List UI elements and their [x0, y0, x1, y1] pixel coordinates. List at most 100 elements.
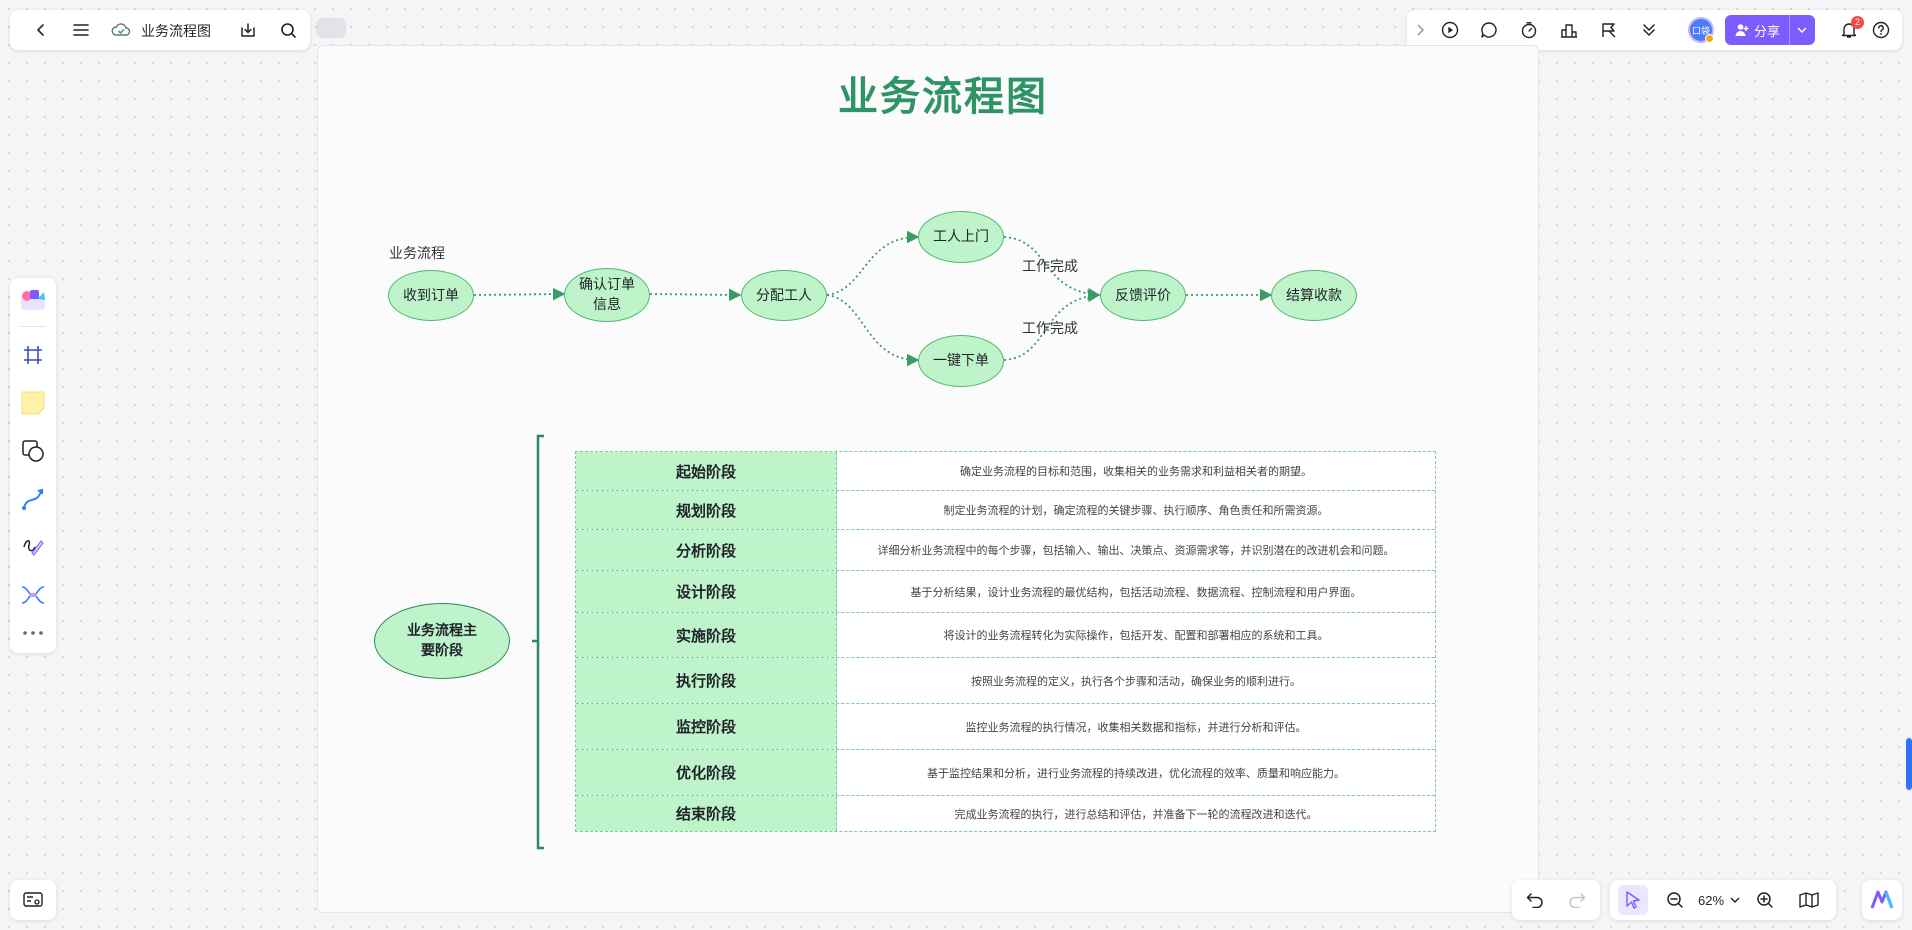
- stage-description: 监控业务流程的执行情况，收集相关数据和指标，并进行分析和评估。: [837, 704, 1435, 749]
- laser-pointer-button[interactable]: [1594, 15, 1624, 45]
- node-one-click-order[interactable]: 一键下单: [918, 335, 1004, 387]
- stage-row[interactable]: 分析阶段 详细分析业务流程中的每个步骤，包括输入、输出、决策点、资源需求等，并识…: [576, 529, 1435, 570]
- share-label: 分享: [1754, 24, 1781, 40]
- node-label: 一键下单: [933, 353, 989, 369]
- flow-caption: 业务流程: [389, 246, 445, 262]
- connector-tool[interactable]: [18, 484, 48, 514]
- mindmap-icon: [21, 586, 45, 604]
- node-label: 收到订单: [403, 287, 459, 304]
- stage-name: 分析阶段: [576, 530, 837, 570]
- vote-button[interactable]: [1554, 15, 1584, 45]
- ai-assistant-panel: [1862, 880, 1902, 920]
- zoom-level-select[interactable]: 62%: [1696, 885, 1746, 915]
- minimap-button[interactable]: [1794, 885, 1824, 915]
- notification-badge: 2: [1851, 16, 1864, 29]
- cloud-saved-icon: [111, 22, 131, 43]
- stage-row[interactable]: 优化阶段 基于监控结果和分析，进行业务流程的持续改进，优化流程的效率、质量和响应…: [576, 749, 1435, 795]
- vertical-scrollbar-handle[interactable]: [1906, 738, 1912, 790]
- frame-tool[interactable]: [18, 340, 48, 370]
- stage-name: 监控阶段: [576, 704, 837, 749]
- help-button[interactable]: [1866, 15, 1896, 45]
- add-user-icon: [1735, 24, 1749, 36]
- stage-row[interactable]: 起始阶段 确定业务流程的目标和范围，收集相关的业务需求和利益相关者的期望。: [576, 452, 1435, 490]
- zoom-in-icon: [1757, 892, 1773, 908]
- diagram-title[interactable]: 业务流程图: [838, 74, 1048, 120]
- stage-row[interactable]: 设计阶段 基于分析结果，设计业务流程的最优结构，包括活动流程、数据流程、控制流程…: [576, 570, 1435, 612]
- frame-icon: [24, 346, 42, 364]
- expand-toolbar-button[interactable]: [1409, 15, 1431, 45]
- stage-row[interactable]: 结束阶段 完成业务流程的执行，进行总结和评估，并准备下一轮的流程改进和迭代。: [576, 795, 1435, 831]
- stage-name: 实施阶段: [576, 613, 837, 657]
- download-icon: [241, 23, 255, 37]
- zoom-level: 62%: [1698, 892, 1725, 908]
- node-label: 确认订单信息: [579, 277, 635, 313]
- cursor-icon: [1626, 891, 1640, 909]
- play-icon: [1441, 21, 1459, 39]
- flag-pointer-icon: [1602, 23, 1616, 38]
- shapes-icon: [22, 440, 44, 462]
- edge-label-done-bottom[interactable]: 工作完成: [1022, 321, 1078, 337]
- stage-row[interactable]: 执行阶段 按照业务流程的定义，执行各个步骤和活动，确保业务的顺利进行。: [576, 657, 1435, 703]
- redo-button[interactable]: [1562, 885, 1592, 915]
- stage-description: 完成业务流程的执行，进行总结和评估，并准备下一轮的流程改进和迭代。: [837, 796, 1435, 831]
- stage-description: 基于分析结果，设计业务流程的最优结构，包括活动流程、数据流程、控制流程和用户界面…: [837, 571, 1435, 612]
- present-button[interactable]: [1435, 15, 1465, 45]
- stage-row[interactable]: 监控阶段 监控业务流程的执行情况，收集相关数据和指标，并进行分析和评估。: [576, 703, 1435, 749]
- history-panel: [1512, 880, 1600, 920]
- undo-button[interactable]: [1520, 885, 1550, 915]
- stage-name: 优化阶段: [576, 750, 837, 795]
- stages-root-label: 业务流程主要阶段: [407, 623, 477, 659]
- more-collapse-button[interactable]: [1634, 15, 1664, 45]
- node-label: 结算收款: [1286, 287, 1342, 304]
- stage-name: 设计阶段: [576, 571, 837, 612]
- node-label: 工人上门: [933, 229, 989, 245]
- timer-button[interactable]: [1514, 15, 1544, 45]
- node-settle-payment[interactable]: 结算收款: [1271, 270, 1357, 321]
- sticky-note-tool[interactable]: [18, 388, 48, 418]
- stage-description: 基于监控结果和分析，进行业务流程的持续改进，优化流程的效率、质量和响应能力。: [837, 750, 1435, 795]
- node-feedback[interactable]: 反馈评价: [1100, 270, 1186, 321]
- select-tool-button[interactable]: [1618, 885, 1648, 915]
- node-worker-visit[interactable]: 工人上门: [918, 211, 1004, 263]
- share-button[interactable]: 分享: [1725, 15, 1815, 45]
- stage-description: 确定业务流程的目标和范围，收集相关的业务需求和利益相关者的期望。: [837, 452, 1435, 490]
- menu-button[interactable]: [66, 15, 96, 45]
- edge-label-done-top[interactable]: 工作完成: [1022, 259, 1078, 275]
- pen-tool[interactable]: [18, 532, 48, 562]
- search-button[interactable]: [273, 15, 303, 45]
- top-right-toolbar: 口袋 分享 2: [1407, 10, 1902, 50]
- download-button[interactable]: [233, 15, 263, 45]
- top-left-toolbar: 业务流程图: [10, 10, 310, 50]
- zoom-out-button[interactable]: [1660, 885, 1690, 915]
- back-button[interactable]: [26, 15, 56, 45]
- chevron-right-icon: [1417, 24, 1425, 36]
- board-settings-button[interactable]: [18, 885, 48, 915]
- podium-icon: [1561, 24, 1577, 38]
- chevron-down-icon: [1797, 27, 1807, 34]
- collapsed-pill[interactable]: [316, 18, 346, 38]
- notifications-button[interactable]: 2: [1834, 15, 1864, 45]
- stages-root-node[interactable]: 业务流程主要阶段: [374, 603, 510, 679]
- mindmap-tool[interactable]: [18, 580, 48, 610]
- online-status-dot: [1705, 34, 1714, 43]
- node-assign-worker[interactable]: 分配工人: [741, 270, 827, 321]
- zoom-in-button[interactable]: [1750, 885, 1780, 915]
- board-settings-icon: [23, 892, 43, 907]
- user-avatar[interactable]: 口袋: [1688, 17, 1714, 43]
- doc-title[interactable]: 业务流程图: [141, 24, 211, 40]
- double-chevron-down-icon: [1643, 24, 1655, 37]
- node-receive-order[interactable]: 收到订单: [388, 270, 474, 321]
- comment-icon: [1481, 22, 1497, 38]
- comment-button[interactable]: [1474, 15, 1504, 45]
- chevron-left-icon: [37, 24, 44, 36]
- stage-row[interactable]: 规划阶段 制定业务流程的计划，确定流程的关键步骤、执行顺序、角色责任和所需资源。: [576, 490, 1435, 529]
- template-tool[interactable]: [18, 286, 48, 316]
- stage-description: 制定业务流程的计划，确定流程的关键步骤、执行顺序、角色责任和所需资源。: [837, 491, 1435, 529]
- node-confirm-order[interactable]: 确认订单信息: [564, 268, 650, 322]
- stage-row[interactable]: 实施阶段 将设计的业务流程转化为实际操作，包括开发、配置和部署相应的系统和工具。: [576, 612, 1435, 657]
- stages-table: 起始阶段 确定业务流程的目标和范围，收集相关的业务需求和利益相关者的期望。 规划…: [575, 451, 1436, 832]
- ai-assistant-button[interactable]: [1867, 885, 1897, 915]
- more-tools-button[interactable]: [18, 620, 48, 646]
- stopwatch-icon: [1521, 22, 1537, 39]
- shape-tool[interactable]: [18, 436, 48, 466]
